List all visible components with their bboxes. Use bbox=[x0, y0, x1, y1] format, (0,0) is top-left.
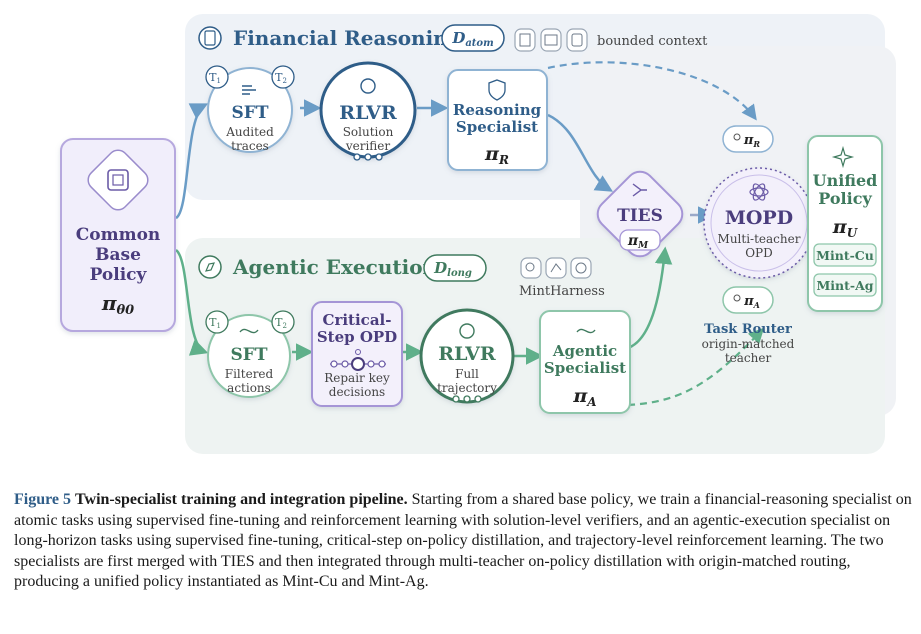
financial-rlvr-dots bbox=[353, 153, 383, 161]
agentic-sft-title: SFT bbox=[231, 345, 268, 365]
financial-sft-sub1: Audited bbox=[225, 125, 274, 139]
ties-symbol: πM bbox=[627, 233, 649, 251]
agentic-sft-sub2: actions bbox=[227, 381, 271, 395]
reasoning-line2: Specialist bbox=[456, 118, 538, 136]
user-icon-r bbox=[733, 133, 741, 141]
figure-caption: Figure 5 Twin-specialist training and in… bbox=[14, 490, 914, 593]
unified-line2: Policy bbox=[818, 189, 872, 208]
financial-title: Financial Reasoning bbox=[233, 26, 462, 50]
atom-icon bbox=[749, 183, 769, 201]
shield-icon bbox=[488, 79, 506, 101]
financial-t1-label: T1 bbox=[209, 71, 221, 85]
base-line3: Policy bbox=[90, 265, 148, 285]
route-icon bbox=[239, 328, 259, 334]
agentic-dataset-label: Dlong bbox=[433, 259, 472, 279]
variant-cu-box bbox=[813, 243, 877, 267]
agentic-t1-label: T1 bbox=[209, 316, 221, 330]
agentic-specialist-node bbox=[539, 310, 631, 414]
agentic-rlvr-dots bbox=[452, 395, 482, 403]
agentic-dataset-badge bbox=[423, 254, 487, 282]
agentic-sft-node bbox=[207, 314, 291, 398]
base-symbol: πθ0 bbox=[101, 291, 134, 318]
teacher-r-pill bbox=[722, 125, 774, 153]
agentic-t2-badge bbox=[271, 310, 295, 334]
agentic-t2-label: T2 bbox=[275, 316, 287, 330]
financial-sft-title: SFT bbox=[232, 103, 269, 123]
reasoning-line1: Reasoning bbox=[453, 101, 542, 119]
compass-icon bbox=[198, 255, 222, 279]
variant-ag: Mint-Ag bbox=[816, 278, 873, 293]
teacher-r-symbol: πR bbox=[743, 133, 761, 149]
agentic-rlvr-title: RLVR bbox=[438, 343, 496, 365]
unified-symbol: πU bbox=[832, 216, 859, 240]
financial-dataset-label: Datom bbox=[451, 29, 493, 49]
opd-line2: Step OPD bbox=[317, 328, 397, 346]
router-sub1: origin-matched bbox=[702, 337, 795, 351]
context-icons bbox=[514, 28, 588, 52]
base-line2: Base bbox=[95, 245, 141, 265]
agentic-spec-line2: Specialist bbox=[544, 359, 626, 377]
caption-title: Twin-specialist training and integration… bbox=[75, 491, 408, 508]
mopd-sub1: Multi-teacher bbox=[718, 232, 801, 246]
variant-ag-box bbox=[813, 273, 877, 297]
reasoning-specialist-node bbox=[447, 69, 548, 171]
financial-dataset-badge bbox=[441, 24, 505, 52]
opd-line1: Critical- bbox=[323, 311, 392, 329]
merge-icon bbox=[632, 183, 647, 197]
verifier-icon bbox=[360, 78, 376, 94]
path-icon bbox=[576, 328, 596, 334]
router-sub2: teacher bbox=[725, 351, 772, 365]
chip-icon bbox=[87, 149, 149, 211]
ties-pill bbox=[619, 229, 661, 251]
base-line1: Common bbox=[76, 225, 161, 245]
agentic-spec-symbol: πA bbox=[572, 385, 596, 409]
opd-sub2: decisions bbox=[329, 385, 385, 399]
agentic-title: Agentic Execution bbox=[232, 255, 438, 279]
reasoning-symbol: πR bbox=[484, 143, 509, 167]
teacher-a-pill bbox=[722, 286, 774, 314]
mopd-sub2: OPD bbox=[745, 246, 773, 260]
teacher-a-symbol: πA bbox=[743, 294, 760, 310]
context-label: bounded context bbox=[597, 34, 708, 49]
mopd-title: MOPD bbox=[725, 207, 793, 229]
variant-cu: Mint-Cu bbox=[816, 248, 874, 263]
financial-t2-badge bbox=[271, 65, 295, 89]
sparkle-icon bbox=[831, 145, 855, 169]
branch-icon bbox=[242, 85, 256, 95]
financial-t1-badge bbox=[205, 65, 229, 89]
pipeline-diagram: Common Base Policy πθ0 Financial Reasoni… bbox=[60, 14, 896, 454]
financial-rlvr-title: RLVR bbox=[339, 102, 397, 124]
unified-line1: Unified bbox=[813, 171, 878, 190]
harness-label: MintHarness bbox=[519, 284, 605, 299]
unified-policy-node bbox=[807, 135, 883, 312]
agentic-sft-sub1: Filtered bbox=[225, 367, 274, 381]
compass-small-icon bbox=[459, 323, 475, 339]
base-policy-node bbox=[60, 138, 176, 332]
caption-label: Figure 5 bbox=[14, 491, 72, 508]
router-title: Task Router bbox=[704, 322, 792, 337]
calculator-icon bbox=[198, 26, 222, 50]
harness-icons bbox=[520, 257, 592, 279]
opd-step-track bbox=[330, 349, 386, 371]
user-icon-a bbox=[733, 294, 741, 302]
agentic-rlvr-sub1: Full bbox=[455, 367, 479, 381]
financial-t2-label: T2 bbox=[275, 71, 287, 85]
financial-rlvr-sub1: Solution bbox=[343, 125, 394, 139]
agentic-rlvr-sub2: trajectory bbox=[437, 381, 497, 395]
opd-sub1: Repair key bbox=[324, 371, 390, 385]
financial-rlvr-sub2: verifier bbox=[345, 139, 391, 153]
agentic-spec-line1: Agentic bbox=[552, 342, 617, 360]
ties-node bbox=[596, 170, 684, 258]
agentic-t1-badge bbox=[205, 310, 229, 334]
financial-sft-node bbox=[207, 67, 293, 153]
financial-sft-sub2: traces bbox=[231, 139, 269, 153]
ties-title: TIES bbox=[617, 206, 663, 226]
caption-body: Starting from a shared base policy, we t… bbox=[14, 491, 912, 590]
